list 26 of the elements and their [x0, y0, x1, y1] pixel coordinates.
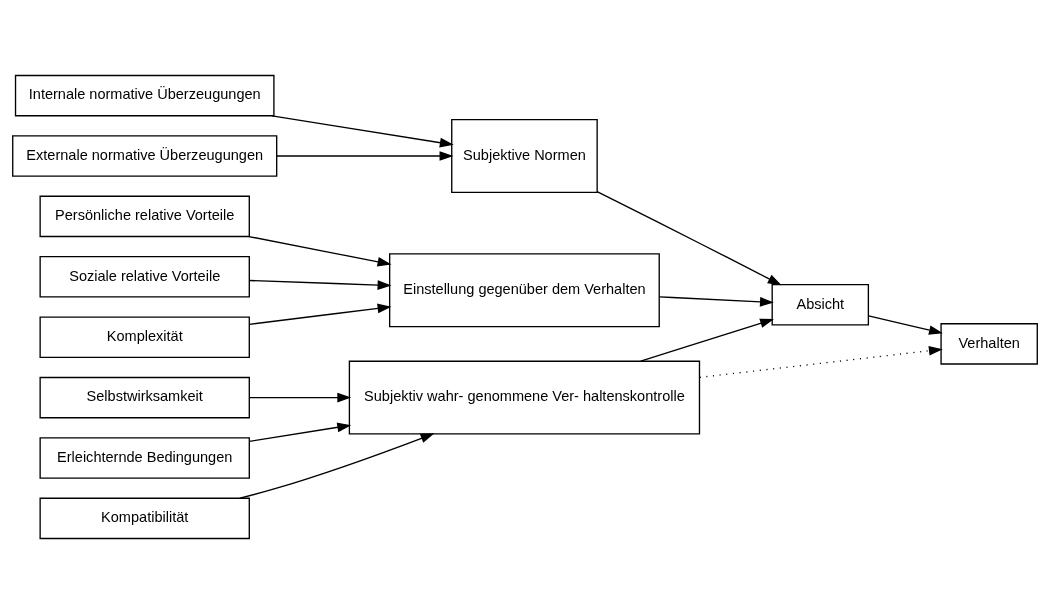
arrow [248, 303, 392, 325]
node-box: Erleichternde Bedingungen [39, 436, 250, 479]
arrow [239, 432, 435, 499]
arrow [248, 392, 352, 402]
node-box: Absicht [771, 283, 870, 326]
arrow [868, 314, 943, 335]
node-box: Externale normative Überzeugungen [12, 134, 278, 177]
node-box: Verhalten [940, 322, 1038, 365]
arrow [596, 190, 782, 285]
arrow [640, 318, 774, 362]
node-box: Subjektiv wahr- genommene Ver- haltenskontrolle [348, 360, 701, 435]
arrow [248, 279, 392, 290]
node-box: Soziale relative Vorteile [39, 255, 250, 298]
node-box: Einstellung gegenüber dem Verhalten [389, 252, 660, 327]
node-box: Internale normative Überzeugungen [14, 74, 275, 116]
node-box: Persönliche relative Vorteile [39, 195, 250, 237]
arrow [271, 114, 454, 147]
arrow [248, 422, 352, 442]
arrow [699, 345, 943, 378]
node-box: Kompatibilität [39, 497, 250, 539]
node-box: Subjektive Normen [451, 118, 598, 193]
node-box: Selbstwirksamkeit [39, 376, 250, 418]
arrow [248, 235, 392, 267]
node-box: Komplexität [39, 315, 250, 358]
arrow [658, 295, 774, 307]
arrow [276, 150, 454, 161]
